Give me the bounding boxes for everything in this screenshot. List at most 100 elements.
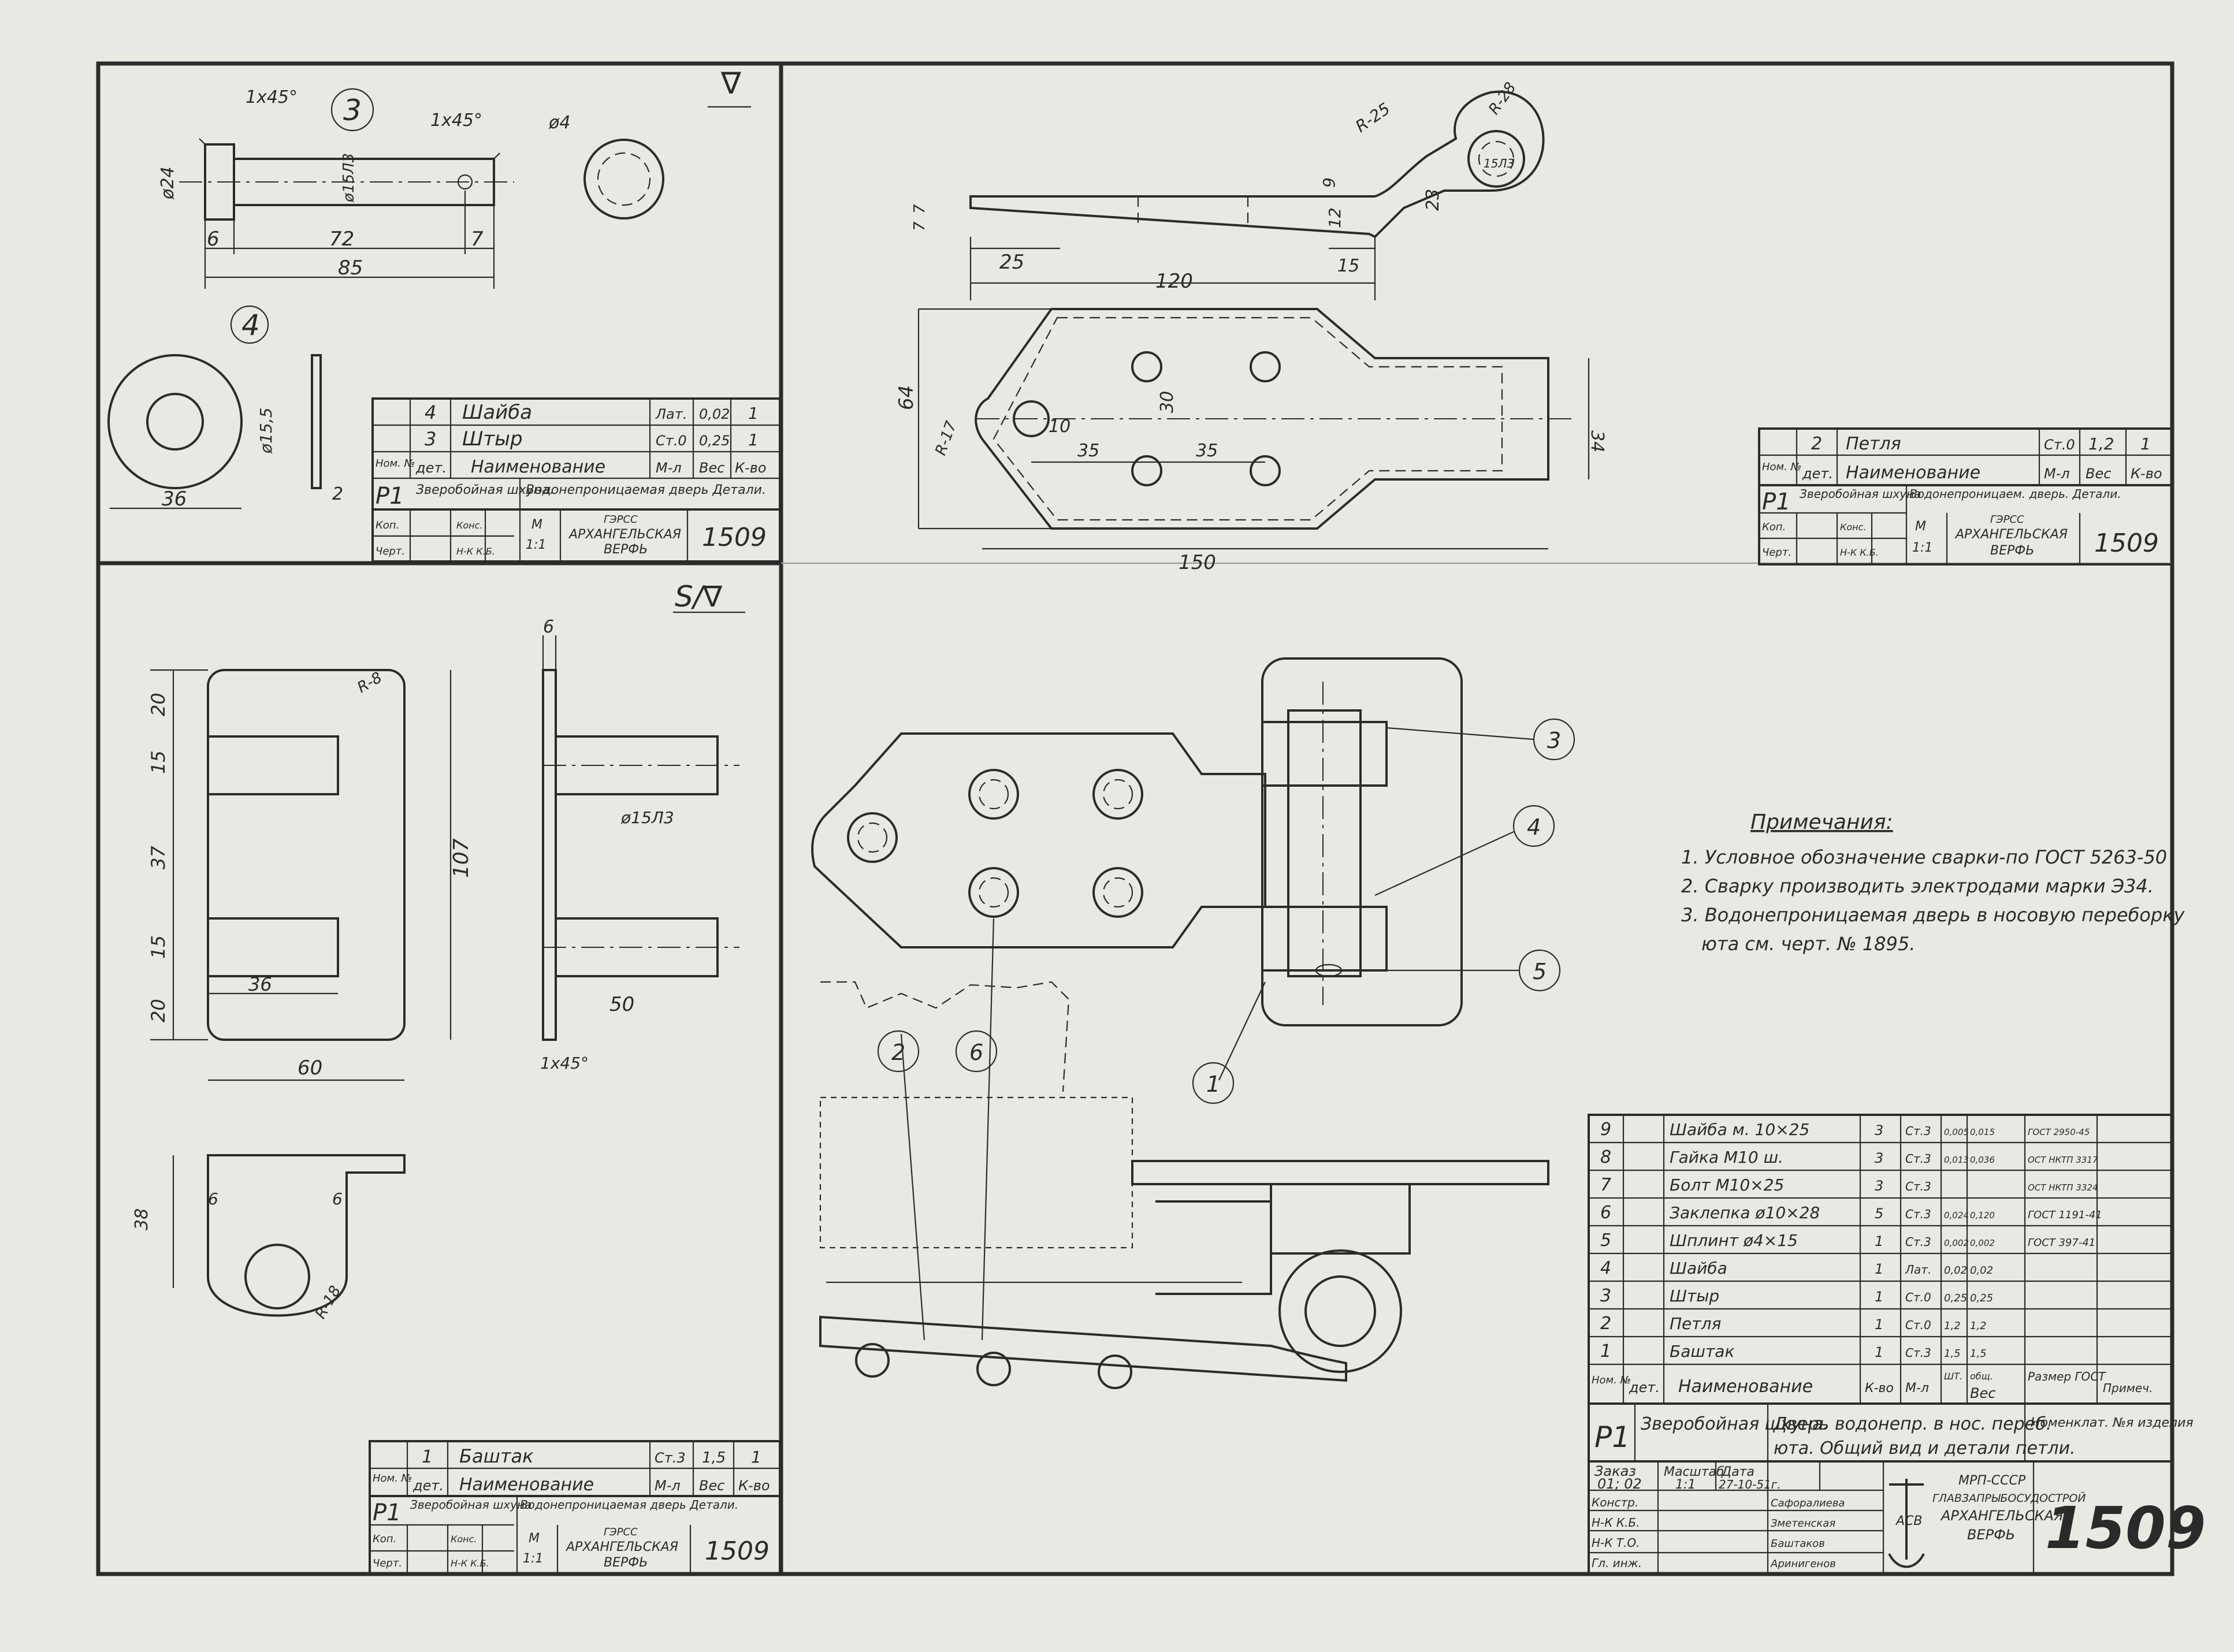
svg-text:5: 5 [1600, 1230, 1611, 1251]
svg-text:6: 6 [543, 617, 554, 637]
svg-text:4: 4 [425, 401, 436, 423]
svg-text:Ст.0: Ст.0 [1905, 1290, 1931, 1304]
svg-text:25: 25 [999, 251, 1024, 274]
note-1: 1. Условное обозначение сварки-по ГОСТ 5… [1681, 846, 2167, 868]
svg-text:7: 7 [471, 228, 484, 251]
svg-text:АРХАНГЕЛЬСКАЯ: АРХАНГЕЛЬСКАЯ [1954, 527, 2068, 542]
svg-text:Констр.: Констр. [1592, 1495, 1638, 1509]
svg-text:Шайба: Шайба [462, 401, 532, 424]
svg-text:1:1: 1:1 [1675, 1478, 1696, 1492]
svg-text:Ном. №: Ном. № [1762, 461, 1801, 473]
svg-text:Ст.3: Ст.3 [655, 1450, 686, 1466]
svg-text:3: 3 [1875, 1150, 1883, 1166]
svg-text:0,02: 0,02 [1970, 1264, 1993, 1277]
svg-text:Номенклат. №я изделия: Номенклат. №я изделия [2031, 1416, 2194, 1430]
svg-text:64: 64 [895, 385, 918, 410]
svg-text:R-17: R-17 [932, 419, 960, 458]
svg-text:М: М [529, 1531, 540, 1546]
svg-text:7: 7 [1600, 1175, 1611, 1195]
svg-text:дет.: дет. [412, 1478, 444, 1494]
washer-drawing: 4 36 ø15,5 2 [107, 305, 343, 511]
svg-text:Водонепроницаемая дверь Детали: Водонепроницаемая дверь Детали. [520, 1498, 738, 1512]
svg-text:R-25: R-25 [1352, 99, 1393, 136]
svg-text:50: 50 [609, 993, 634, 1016]
assembly-side-view [819, 981, 1549, 1389]
svg-text:5: 5 [1875, 1205, 1883, 1222]
svg-text:Штыр: Штыр [462, 427, 523, 451]
svg-text:Болт М10×25: Болт М10×25 [1670, 1175, 1784, 1195]
svg-text:37: 37 [147, 846, 169, 869]
callout-4: 4 [1527, 814, 1541, 840]
svg-text:Зверобойная шхуна: Зверобойная шхуна [1800, 487, 1921, 501]
notes-title: Примечания: [1750, 810, 1893, 834]
svg-text:К-во: К-во [735, 460, 767, 476]
svg-text:1,5: 1,5 [702, 1449, 726, 1467]
svg-text:Зверобойная шхуна.: Зверобойная шхуна. [1641, 1414, 1828, 1434]
svg-text:0,25: 0,25 [1970, 1292, 1993, 1304]
svg-text:Зверобойная шхуна.: Зверобойная шхуна. [416, 483, 553, 497]
title-block-top-left: 4 Шайба Лат. 0,02 1 3 Штыр Ст.0 0,25 1 Н… [371, 397, 781, 563]
svg-text:1509: 1509 [705, 1536, 770, 1566]
svg-text:1: 1 [748, 430, 759, 449]
svg-text:0,25: 0,25 [699, 433, 730, 449]
svg-text:ø15Л3: ø15Л3 [340, 153, 358, 203]
svg-text:Дверь водонепр. в нос. переб.: Дверь водонепр. в нос. переб. [1772, 1414, 2051, 1434]
svg-text:8: 8 [1600, 1147, 1611, 1167]
svg-text:М-л: М-л [655, 1478, 681, 1494]
svg-text:R-8: R-8 [355, 669, 385, 697]
svg-text:АРХАНГЕЛЬСКАЯ: АРХАНГЕЛЬСКАЯ [565, 1540, 678, 1554]
svg-text:85: 85 [338, 256, 363, 280]
svg-text:15: 15 [147, 750, 169, 774]
svg-text:Размер ГОСТ: Размер ГОСТ [2028, 1370, 2106, 1383]
detail-circle-4 [230, 305, 269, 344]
svg-text:1: 1 [2140, 434, 2151, 453]
svg-text:1:1: 1:1 [1912, 541, 1932, 555]
svg-text:15Л3: 15Л3 [1484, 157, 1514, 170]
note-2: 2. Сварку производить электродами марки … [1681, 875, 2154, 897]
svg-text:Шплинт ø4×15: Шплинт ø4×15 [1670, 1231, 1798, 1250]
svg-text:ø4: ø4 [548, 113, 570, 133]
svg-text:Н-К К.Б.: Н-К К.Б. [1592, 1516, 1640, 1530]
svg-text:1x45°: 1x45° [540, 1054, 589, 1073]
svg-text:10: 10 [1049, 416, 1070, 437]
svg-text:Ст.0: Ст.0 [1905, 1318, 1931, 1332]
svg-text:ОСТ НКТП 3324: ОСТ НКТП 3324 [2028, 1182, 2098, 1193]
svg-text:ГЭРСС: ГЭРСС [604, 1526, 638, 1538]
svg-text:Н-К Т.О.: Н-К Т.О. [1592, 1536, 1640, 1550]
svg-text:0,120: 0,120 [1970, 1210, 1995, 1221]
callout-5: 5 [1533, 959, 1547, 984]
bracket-plan-view: 20 15 37 15 20 107 36 60 R-8 [147, 669, 473, 1081]
callout-6: 6 [969, 1040, 983, 1065]
svg-text:3: 3 [1875, 1178, 1883, 1194]
svg-text:Ст.0: Ст.0 [2044, 437, 2075, 453]
svg-text:1,2: 1,2 [1944, 1320, 1961, 1332]
washer-section [311, 354, 322, 489]
svg-text:1:1: 1:1 [526, 538, 546, 552]
svg-text:Штыр: Штыр [1670, 1286, 1719, 1305]
svg-text:0,015: 0,015 [1970, 1127, 1995, 1137]
svg-text:S/∇: S/∇ [675, 580, 723, 613]
svg-text:ø24: ø24 [158, 166, 178, 200]
svg-text:Черт.: Черт. [1762, 546, 1791, 559]
svg-text:1,2: 1,2 [1970, 1320, 1987, 1332]
svg-text:М-л: М-л [1905, 1381, 1929, 1396]
svg-text:2: 2 [1600, 1314, 1611, 1334]
svg-text:Наименование: Наименование [1678, 1376, 1813, 1397]
svg-text:ВЕРФЬ: ВЕРФЬ [604, 1556, 648, 1570]
detail-number-3: 3 [343, 94, 362, 127]
shipyard-logo: АСВ [1888, 1479, 1925, 1568]
washer-inner [146, 393, 204, 451]
svg-text:0,005: 0,005 [1944, 1127, 1969, 1137]
svg-text:20: 20 [147, 999, 169, 1022]
svg-text:Ст.3: Ст.3 [1905, 1124, 1931, 1138]
svg-text:ВЕРФЬ: ВЕРФЬ [604, 542, 648, 557]
svg-text:2: 2 [1811, 434, 1822, 454]
svg-text:1509: 1509 [2094, 529, 2159, 558]
svg-text:1:1: 1:1 [523, 1551, 543, 1566]
svg-text:дет.: дет. [1802, 466, 1833, 482]
svg-text:35: 35 [1196, 441, 1218, 461]
bracket-side-view: 6 ø15Л3 50 1x45° [540, 617, 739, 1073]
svg-text:Наименование: Наименование [1846, 463, 1980, 483]
svg-text:38: 38 [132, 1208, 152, 1230]
svg-text:Н-К К.Б.: Н-К К.Б. [451, 1558, 489, 1569]
